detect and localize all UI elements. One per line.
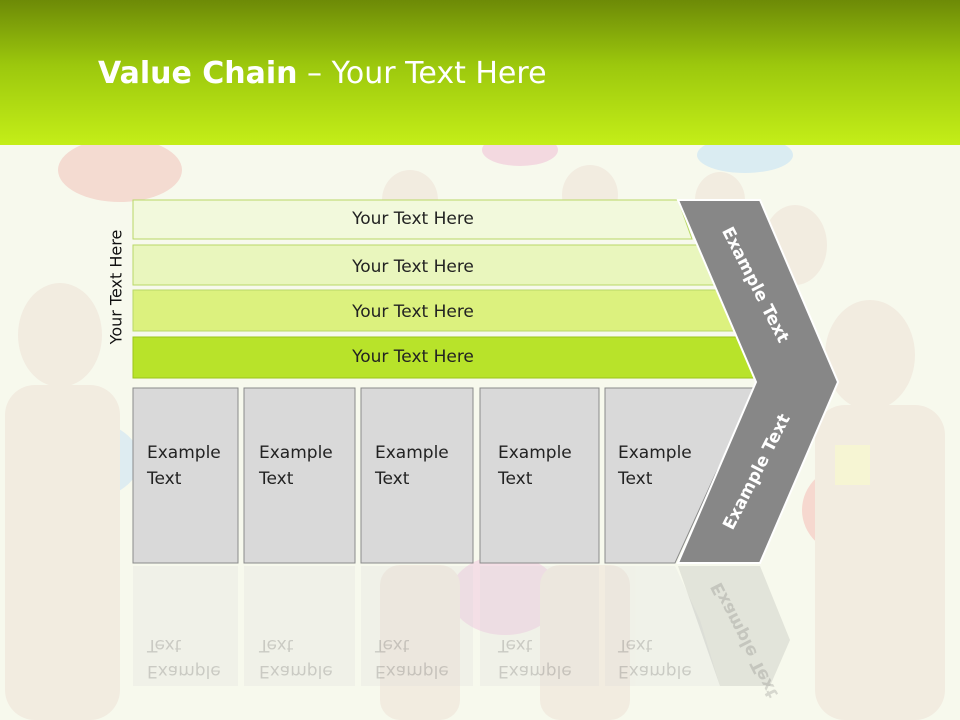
title-bold: Value Chain — [98, 56, 298, 91]
cell-1-box — [132, 387, 239, 564]
cell-5-line2: Text — [618, 469, 653, 489]
cell-2-reflection-text: Example Text — [259, 632, 333, 684]
cell-5-box — [604, 387, 759, 564]
cell-4-box — [479, 387, 600, 564]
side-label: Your Text Here — [106, 229, 126, 345]
cell-3-line2: Text — [375, 469, 410, 489]
cell-4-reflection-line1: Example — [498, 661, 572, 681]
chevron-arrow — [676, 199, 840, 564]
cell-reflections — [133, 566, 720, 686]
cell-1-reflection-line2: Text — [147, 635, 182, 655]
speech-bubble-pink — [482, 145, 558, 166]
speech-bubble-pink-low — [450, 555, 560, 635]
cell-4-line1: Example — [498, 443, 572, 463]
speech-bubble-blue — [697, 145, 793, 173]
cell-1-reflection-text: Example Text — [147, 632, 221, 684]
cell-3-box — [360, 387, 474, 564]
cell-3-line1: Example — [375, 443, 449, 463]
page-title: Value Chain – Your Text Here — [98, 56, 547, 91]
cell-3-reflection-line2: Text — [375, 635, 410, 655]
cell-4-reflection-line2: Text — [498, 635, 533, 655]
cell-1-line2: Text — [147, 469, 182, 489]
header-bar: Value Chain – Your Text Here — [0, 0, 960, 145]
cell-2-reflection-line1: Example — [259, 661, 333, 681]
cell-5-line1: Example — [618, 443, 692, 463]
cell-2-line2: Text — [259, 469, 294, 489]
cell-2-line1: Example — [259, 443, 333, 463]
cell-2-reflection-line2: Text — [259, 635, 294, 655]
cell-4-reflection-text: Example Text — [498, 632, 572, 684]
cell-4-line2: Text — [498, 469, 533, 489]
cell-5-reflection-line1: Example — [618, 661, 692, 681]
band-2-label: Your Text Here — [352, 257, 474, 277]
cell-5-reflection-text: Example Text — [618, 632, 692, 684]
cell-3-reflection-text: Example Text — [375, 632, 449, 684]
band-1 — [132, 199, 693, 240]
title-rest: – Your Text Here — [297, 56, 547, 91]
speech-bubble-red — [58, 145, 182, 202]
chevron-reflection — [678, 566, 790, 686]
cell-2-box — [243, 387, 356, 564]
band-1-label: Your Text Here — [352, 209, 474, 229]
band-3-label: Your Text Here — [352, 302, 474, 322]
band-4-label: Your Text Here — [352, 347, 474, 367]
cell-5-reflection-line2: Text — [618, 635, 653, 655]
cell-1-reflection-line1: Example — [147, 661, 221, 681]
cell-3-reflection-line1: Example — [375, 661, 449, 681]
cell-1-line1: Example — [147, 443, 221, 463]
